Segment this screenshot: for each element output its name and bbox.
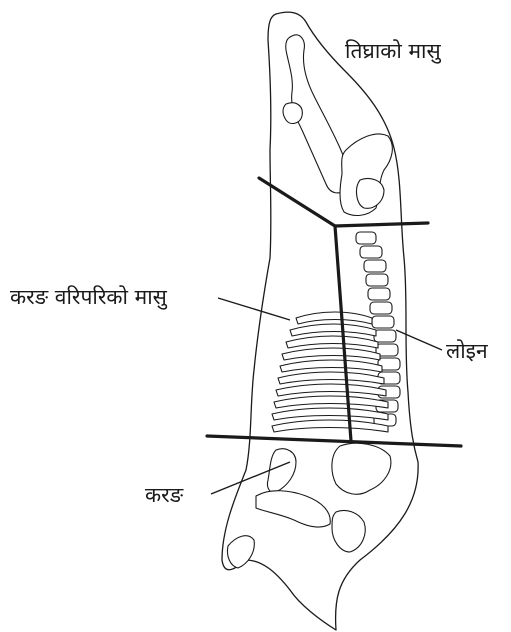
rib bbox=[276, 384, 386, 396]
hoof-bone bbox=[227, 536, 254, 568]
leader-ribs-area bbox=[218, 298, 290, 320]
vertebra bbox=[368, 288, 390, 300]
rib bbox=[278, 372, 384, 384]
label-ribs: करङ bbox=[145, 483, 184, 507]
vertebra bbox=[372, 316, 394, 328]
label-ribs-area: करङ वरिपरिको मासु bbox=[10, 285, 168, 310]
rib bbox=[282, 348, 380, 360]
patella-bone bbox=[283, 103, 302, 124]
vertebra bbox=[360, 246, 382, 258]
cut-line-ribs bbox=[207, 436, 461, 446]
vertebra bbox=[366, 274, 388, 286]
rib bbox=[280, 360, 382, 372]
rib bbox=[296, 312, 372, 324]
cut-line-leg-top bbox=[335, 223, 428, 226]
sternum-bone bbox=[332, 510, 365, 552]
rib bbox=[272, 420, 388, 432]
vertebra bbox=[374, 330, 396, 342]
rib bbox=[272, 408, 388, 420]
rib bbox=[286, 336, 378, 348]
rib bbox=[274, 396, 388, 408]
humerus-bone bbox=[267, 449, 296, 493]
label-leg: तिघ्राको मासु bbox=[345, 39, 442, 64]
leader-loin bbox=[396, 330, 442, 350]
vertebra bbox=[356, 232, 376, 244]
vertebra bbox=[370, 302, 392, 314]
scapula-bone bbox=[332, 443, 391, 494]
forearm-bone bbox=[256, 491, 330, 527]
vertebra bbox=[364, 260, 386, 272]
rib bbox=[290, 324, 376, 336]
ribs-group bbox=[272, 312, 388, 432]
sacrum-bone bbox=[357, 178, 384, 208]
label-loin: लोइन bbox=[446, 339, 488, 363]
